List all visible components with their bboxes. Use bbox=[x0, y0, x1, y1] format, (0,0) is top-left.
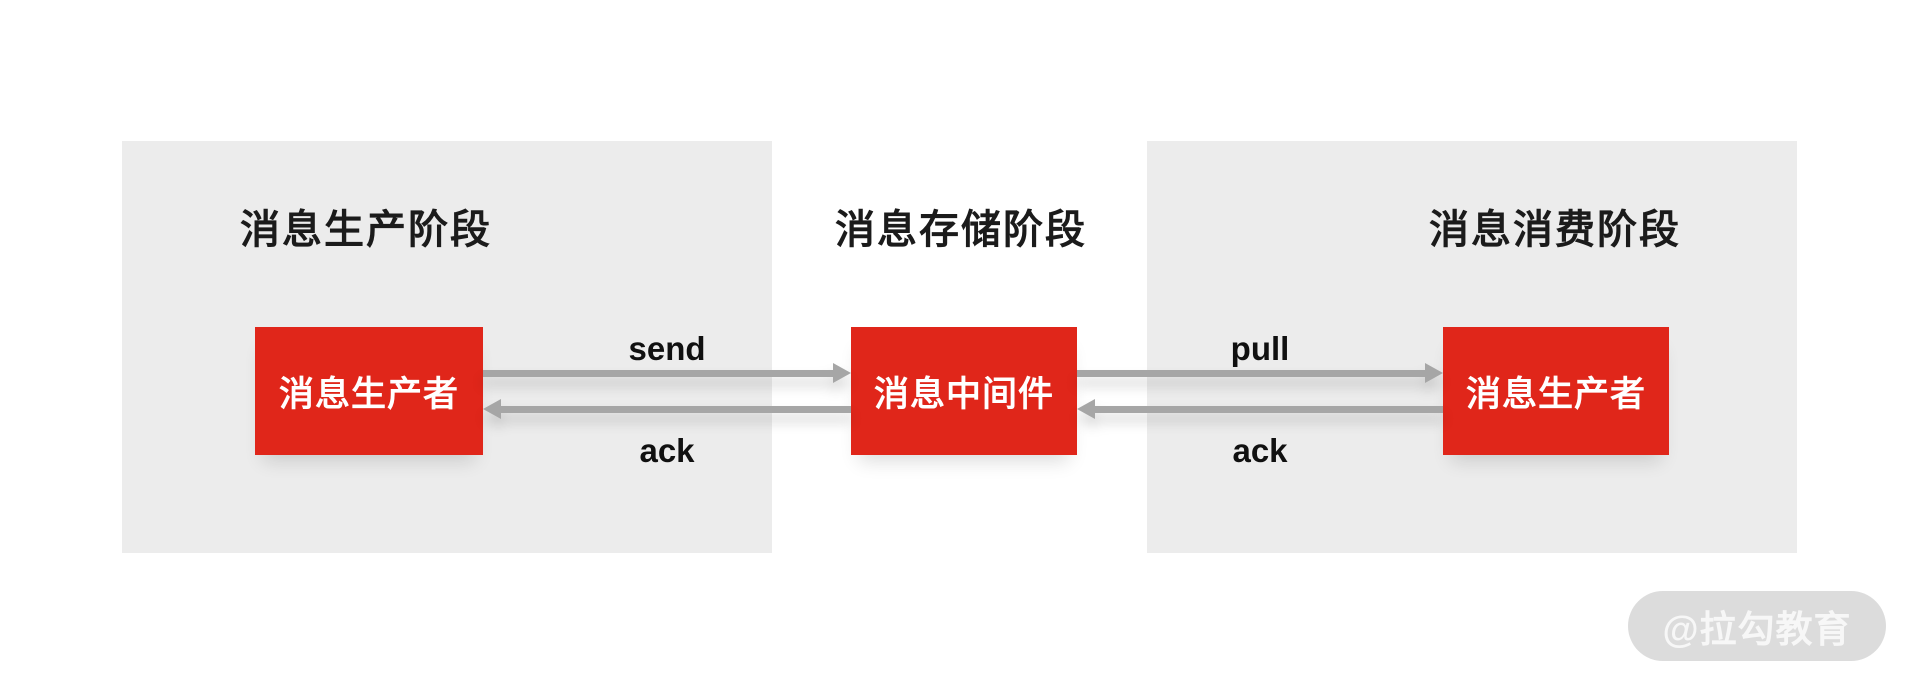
arrowhead-left-icon bbox=[483, 399, 501, 419]
send-arrow bbox=[483, 363, 851, 383]
ack-arrow-to-producer bbox=[483, 399, 851, 419]
ack-label-producer-side: ack bbox=[639, 432, 695, 469]
storage-stage-title: 消息存储阶段 bbox=[835, 208, 1087, 252]
pull-label: pull bbox=[1230, 330, 1290, 367]
production-stage-title: 消息生产阶段 bbox=[240, 208, 492, 252]
arrowhead-right-icon bbox=[833, 363, 851, 383]
consumption-stage-title: 消息消费阶段 bbox=[1429, 208, 1681, 252]
broker-node: 消息中间件 bbox=[851, 327, 1077, 455]
pull-arrow bbox=[1077, 363, 1443, 383]
watermark-badge: @拉勾教育 bbox=[1628, 591, 1886, 661]
arrowhead-left-icon bbox=[1077, 399, 1095, 419]
ack-arrow-to-broker bbox=[1077, 399, 1443, 419]
arrow-shaft bbox=[1077, 369, 1425, 377]
ack-label-consumer-side: ack bbox=[1232, 432, 1288, 469]
arrow-shaft bbox=[501, 405, 851, 413]
arrowhead-right-icon bbox=[1425, 363, 1443, 383]
producer-node: 消息生产者 bbox=[255, 327, 483, 455]
send-label: send bbox=[628, 330, 706, 367]
watermark-text: @拉勾教育 bbox=[1662, 609, 1852, 650]
consumer-node: 消息生产者 bbox=[1443, 327, 1669, 455]
arrow-shaft bbox=[483, 369, 833, 377]
arrow-shaft bbox=[1095, 405, 1443, 413]
